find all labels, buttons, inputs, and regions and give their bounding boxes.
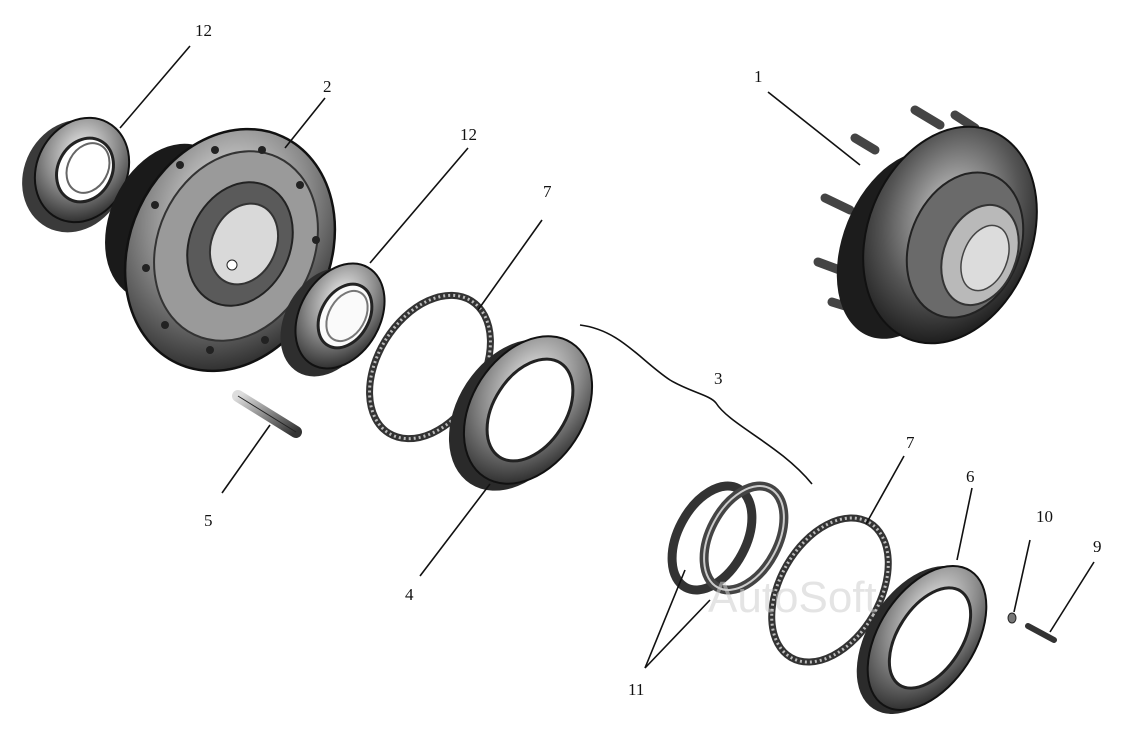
gasket-7-lower xyxy=(768,514,892,666)
callout-4: 4 xyxy=(405,585,414,604)
callout-12-middle: 12 xyxy=(460,125,477,144)
callout-11: 11 xyxy=(628,680,644,699)
leader-lines xyxy=(119,45,1095,669)
callout-1: 1 xyxy=(754,67,763,86)
callout-12-top: 12 xyxy=(195,21,212,40)
callout-2: 2 xyxy=(323,77,332,96)
callout-5: 5 xyxy=(204,511,213,530)
watermark: AutoSoft xyxy=(708,573,877,622)
group-brace-3 xyxy=(579,324,813,485)
hub-assembly-1 xyxy=(813,105,1038,345)
seal-cup-4 xyxy=(448,335,594,491)
callout-7-lower: 7 xyxy=(906,433,915,452)
callout-10: 10 xyxy=(1036,507,1053,526)
bearing-12-middle xyxy=(280,262,386,377)
callout-7-upper: 7 xyxy=(543,182,552,201)
hub-casing-2 xyxy=(105,127,337,373)
callout-3: 3 xyxy=(714,369,723,388)
bolt-9 xyxy=(1025,623,1057,643)
callout-9: 9 xyxy=(1093,537,1102,556)
callout-6: 6 xyxy=(966,467,975,486)
washer-10 xyxy=(1007,612,1017,624)
bearing-12-top-left xyxy=(22,116,131,233)
pin-5 xyxy=(232,390,302,438)
rings-11 xyxy=(667,481,789,595)
cover-6 xyxy=(856,564,988,714)
